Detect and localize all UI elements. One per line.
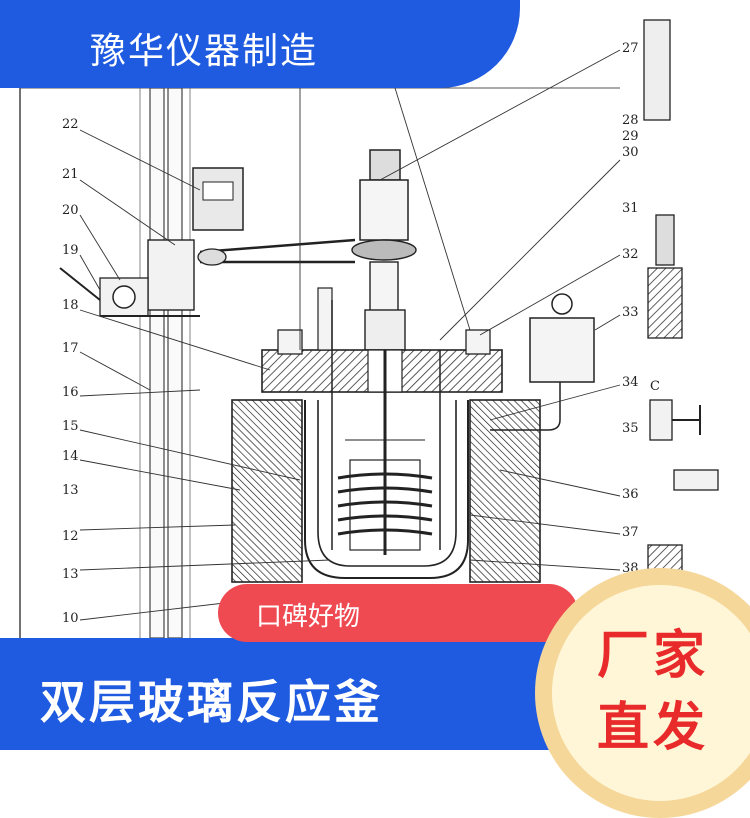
part-number: 10 — [62, 611, 79, 626]
badge-line-1: 厂家 — [597, 626, 710, 686]
product-name: 双层玻璃反应釜 — [40, 675, 383, 729]
part-number: 21 — [62, 167, 79, 182]
part-number: 14 — [62, 449, 79, 464]
part-number: 37 — [622, 525, 639, 540]
part-number: 30 — [622, 145, 639, 160]
part-number: 22 — [62, 117, 79, 132]
reputation-tag: 口碑好物 — [218, 584, 578, 642]
part-number: 33 — [622, 305, 639, 320]
part-number: 27 — [622, 41, 639, 56]
brand-title: 豫华仪器制造 — [90, 31, 319, 72]
part-number: 13 — [62, 567, 79, 582]
part-number: 13 — [62, 483, 79, 498]
reputation-tag-label: 口碑好物 — [256, 602, 361, 632]
part-number: 20 — [62, 203, 79, 218]
part-number: 29 — [622, 129, 639, 144]
part-number: 36 — [622, 487, 639, 502]
part-number: 18 — [62, 298, 79, 313]
part-number: 16 — [62, 385, 79, 400]
part-number: 31 — [622, 201, 639, 216]
part-number: 17 — [62, 341, 79, 356]
part-number: 15 — [62, 419, 79, 434]
part-number: 28 — [622, 113, 639, 128]
part-number: 35 — [622, 421, 639, 436]
part-number: 32 — [622, 247, 639, 262]
part-number: C — [650, 379, 660, 394]
badge-line-2: 直发 — [597, 698, 710, 758]
top-banner: 豫华仪器制造 — [0, 0, 520, 88]
part-number: 34 — [622, 375, 639, 390]
part-number: 19 — [62, 243, 79, 258]
part-number: 12 — [62, 529, 79, 544]
